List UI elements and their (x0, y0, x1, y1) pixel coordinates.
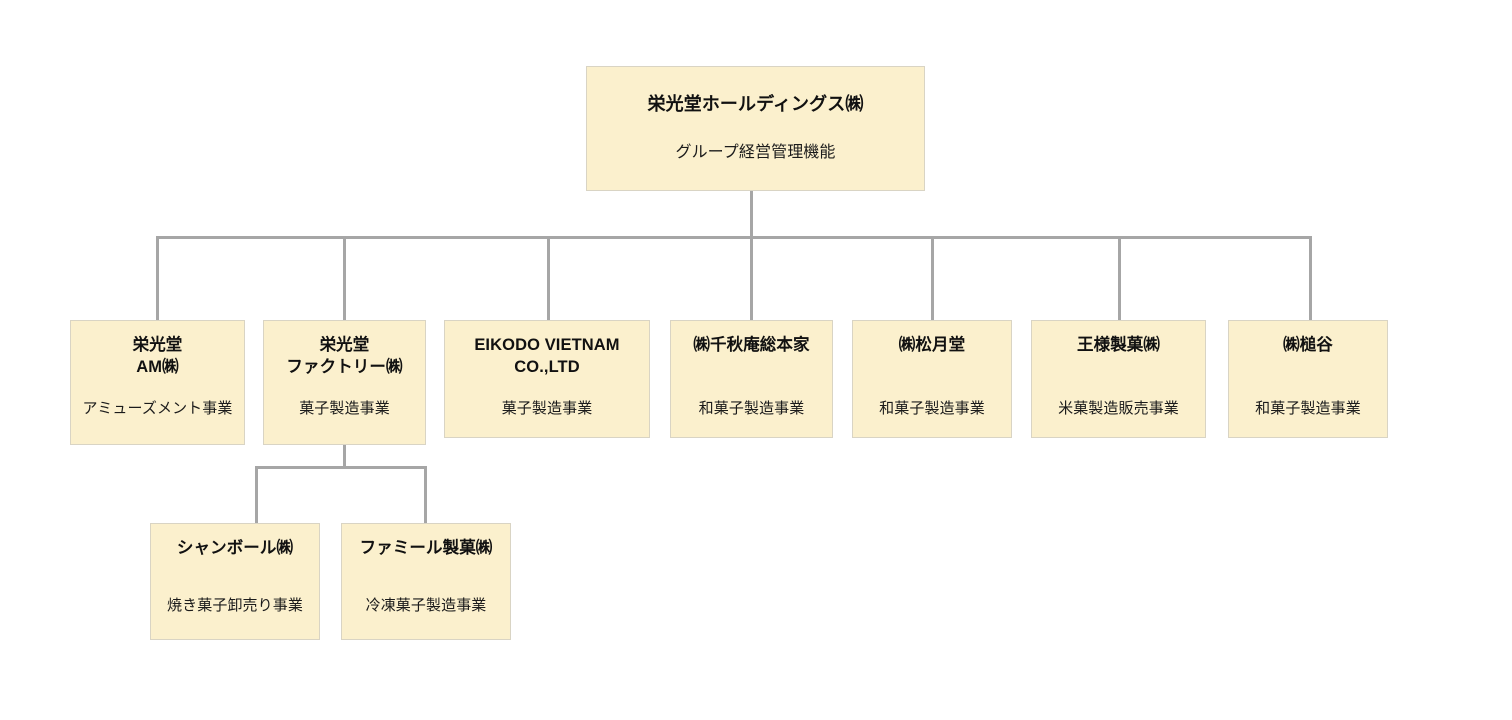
connector-drop-5 (931, 236, 934, 320)
org-node-title: 栄光堂 AM㈱ (132, 336, 183, 376)
org-node-title: シャンボール㈱ (176, 539, 294, 557)
org-node-description: 和菓子製造事業 (879, 400, 985, 417)
org-node-description: 米菓製造販売事業 (1058, 400, 1179, 417)
connector-root-stem (750, 191, 753, 238)
org-node-description: アミューズメント事業 (82, 400, 233, 417)
org-node-description: 焼き菓子卸売り事業 (167, 597, 303, 614)
org-node-senshuan-sohonke[interactable]: ㈱千秋庵総本家 和菓子製造事業 (670, 320, 833, 438)
org-node-title: 王様製菓㈱ (1077, 336, 1160, 354)
org-node-description: 冷凍菓子製造事業 (365, 597, 487, 614)
org-node-title: ㈱千秋庵総本家 (693, 336, 810, 354)
org-node-eikodo-am[interactable]: 栄光堂 AM㈱ アミューズメント事業 (70, 320, 245, 445)
connector-drop-3 (547, 236, 550, 320)
org-node-title: 栄光堂ホールディングス㈱ (647, 94, 864, 114)
connector-factory-stem (343, 445, 346, 468)
connector-drop-7 (1309, 236, 1312, 320)
org-node-eikodo-vietnam[interactable]: EIKODO VIETNAM CO.,LTD 菓子製造事業 (444, 320, 650, 438)
org-node-title: EIKODO VIETNAM CO.,LTD (474, 336, 620, 376)
org-node-title: 栄光堂 ファクトリー㈱ (286, 336, 403, 376)
org-node-title: ㈱松月堂 (898, 336, 966, 354)
connector-drop-9 (424, 466, 427, 523)
connector-level3-bus (255, 466, 427, 469)
connector-drop-2 (343, 236, 346, 320)
org-node-chambord[interactable]: シャンボール㈱ 焼き菓子卸売り事業 (150, 523, 320, 640)
org-node-description: 菓子製造事業 (299, 400, 390, 417)
org-node-root[interactable]: 栄光堂ホールディングス㈱ グループ経営管理機能 (586, 66, 925, 191)
org-node-osama-seika[interactable]: 王様製菓㈱ 米菓製造販売事業 (1031, 320, 1206, 438)
org-node-tsuchiya[interactable]: ㈱槌谷 和菓子製造事業 (1228, 320, 1388, 438)
connector-drop-1 (156, 236, 159, 320)
org-node-eikodo-factory[interactable]: 栄光堂 ファクトリー㈱ 菓子製造事業 (263, 320, 426, 445)
org-node-description: 和菓子製造事業 (1255, 400, 1361, 417)
connector-drop-4 (750, 236, 753, 320)
connector-level2-bus (156, 236, 1312, 239)
org-node-shogetsudo[interactable]: ㈱松月堂 和菓子製造事業 (852, 320, 1012, 438)
connector-drop-8 (255, 466, 258, 523)
org-node-description: 菓子製造事業 (501, 400, 593, 417)
org-node-title: ファミール製菓㈱ (359, 539, 493, 557)
org-node-description: 和菓子製造事業 (698, 400, 805, 417)
org-node-description: グループ経営管理機能 (675, 143, 836, 161)
connector-drop-6 (1118, 236, 1121, 320)
org-node-title: ㈱槌谷 (1283, 336, 1333, 354)
org-node-famille-seika[interactable]: ファミール製菓㈱ 冷凍菓子製造事業 (341, 523, 511, 640)
